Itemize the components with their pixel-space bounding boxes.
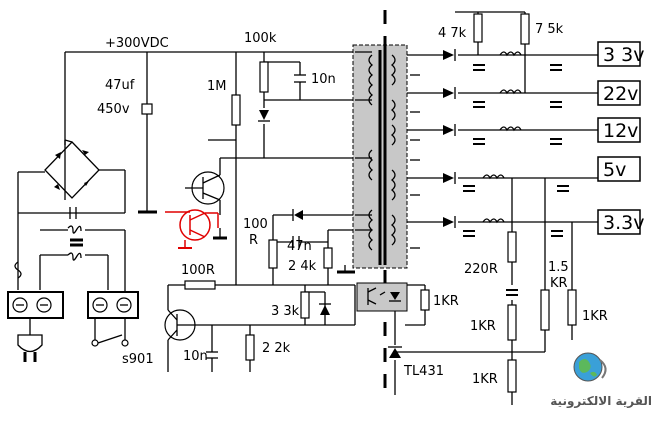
- logo-globe-icon: [573, 352, 607, 382]
- diode-feedback: [292, 209, 303, 221]
- label-r-47k: 4 7k: [438, 26, 467, 41]
- capacitor-47uf: [141, 103, 153, 115]
- optocoupler: [356, 282, 408, 312]
- component-labels: +300VDC 100k 47uf 450v 1M 10n 100 R 47n …: [97, 22, 608, 387]
- label-r-24k: 2 4k: [288, 259, 317, 274]
- label-r-220r: 220R: [464, 262, 498, 277]
- output-label-3: 12v: [603, 120, 638, 142]
- secondary-wiring: [394, 11, 598, 405]
- resistors: [184, 13, 577, 393]
- diode-100k: [258, 110, 270, 122]
- label-r-1kr-right: 1KR: [582, 309, 608, 324]
- mains-connector-right: [87, 291, 139, 319]
- label-r-1kr-mid: 1KR: [470, 319, 496, 334]
- x-capacitor: [69, 207, 77, 219]
- fuse: [14, 261, 22, 279]
- logo-text: القرية الالكترونية: [550, 394, 652, 409]
- label-c-10n-bottom: 10n: [183, 349, 208, 364]
- label-r-100r-b: R: [249, 233, 258, 248]
- label-r-1m: 1M: [207, 79, 227, 94]
- label-r-75k: 7 5k: [535, 22, 564, 37]
- highlighted-transistor: [165, 209, 227, 249]
- flyback-transformer: [337, 44, 408, 274]
- output-inductors: [482, 51, 522, 224]
- output-capacitors: [463, 64, 569, 296]
- label-r-1kr-bottom: 1KR: [472, 372, 498, 387]
- bridge-rectifier: [44, 139, 100, 199]
- label-c-47n: 47n: [287, 239, 312, 254]
- output-label-1: 3 3v: [603, 44, 644, 66]
- output-diodes: [443, 49, 456, 228]
- lower-transistor: [164, 309, 196, 341]
- label-tl431: TL431: [403, 364, 444, 379]
- label-r-15kr-b: KR: [550, 276, 568, 291]
- output-voltage-labels: 3 3v 22v 12v 5v 3.3v: [603, 44, 644, 234]
- label-r-22k: 2 2k: [262, 341, 291, 356]
- zener-diode: [319, 303, 331, 315]
- tl431-regulator: [388, 346, 402, 358]
- label-r-33k: 3 3k: [271, 304, 300, 319]
- label-r-100k: 100k: [244, 31, 277, 46]
- label-c-10n-top: 10n: [311, 72, 336, 87]
- label-c-450v: 450v: [97, 102, 130, 117]
- output-terminals: [597, 41, 641, 235]
- label-r-15kr-a: 1.5: [548, 260, 569, 275]
- label-c-47uf: 47uf: [105, 78, 135, 93]
- label-r-1kr-opto: 1KR: [433, 294, 459, 309]
- mains-connector-left: [7, 291, 64, 362]
- power-switch: [91, 334, 129, 347]
- label-r-100r-a: 100: [243, 217, 268, 232]
- capacitor-47n: [292, 236, 300, 248]
- capacitor-10n-top: [294, 74, 306, 83]
- output-label-4: 5v: [603, 159, 626, 181]
- label-switch: s901: [122, 352, 154, 367]
- output-label-2: 22v: [603, 83, 638, 105]
- line-filter-choke: [67, 225, 83, 261]
- label-r-100r: 100R: [181, 263, 215, 278]
- label-supply: +300VDC: [105, 36, 169, 51]
- output-label-5: 3.3v: [603, 212, 644, 234]
- capacitor-10n-bottom: [206, 351, 218, 359]
- main-switch-transistor: [185, 171, 225, 205]
